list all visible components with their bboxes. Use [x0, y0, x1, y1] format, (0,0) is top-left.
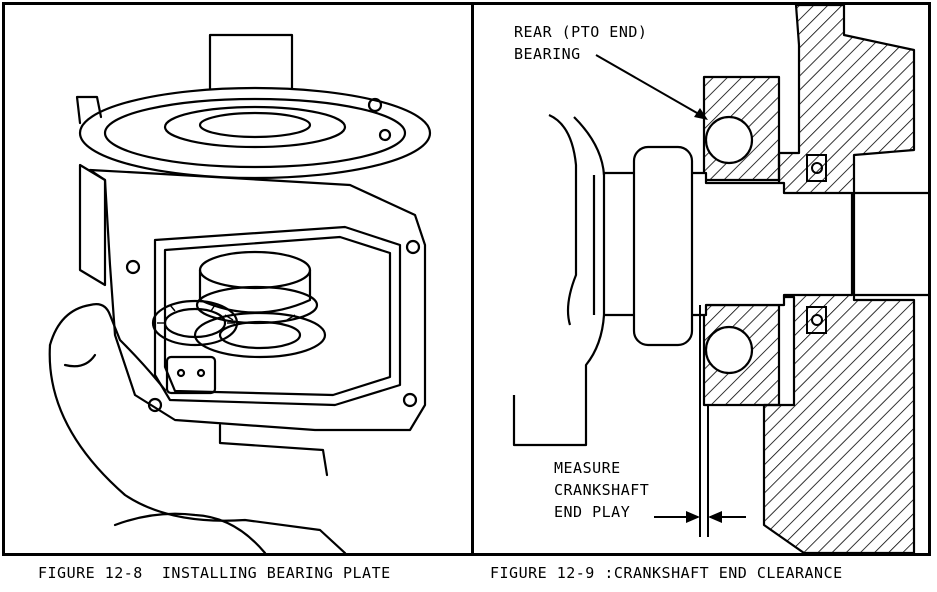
figure-divider — [471, 2, 474, 556]
measure-label-line3: END PLAY — [554, 503, 630, 521]
bearing-plate-engine-drawing — [48, 33, 432, 553]
figure-12-8-caption: FIGURE 12-8 INSTALLING BEARING PLATE — [38, 564, 391, 582]
crankshaft-end-clearance-drawing: REAR (PTO END) BEARING MEASURE CRANKSHAF… — [512, 5, 929, 553]
measure-label-line1: MEASURE — [554, 459, 621, 477]
measure-label-line2: CRANKSHAFT — [554, 481, 649, 499]
figure-frame — [2, 2, 931, 556]
figure-12-9-illustration: REAR (PTO END) BEARING MEASURE CRANKSHAF… — [474, 5, 929, 553]
figure-12-8-illustration — [5, 5, 471, 553]
bearing-label-line1: REAR (PTO END) — [514, 23, 647, 41]
figure-12-9-caption: FIGURE 12-9 :CRANKSHAFT END CLEARANCE — [490, 564, 843, 582]
bearing-label-line2: BEARING — [514, 45, 581, 63]
bearing-leader-arrow — [595, 54, 708, 120]
end-play-measurement — [654, 305, 746, 537]
